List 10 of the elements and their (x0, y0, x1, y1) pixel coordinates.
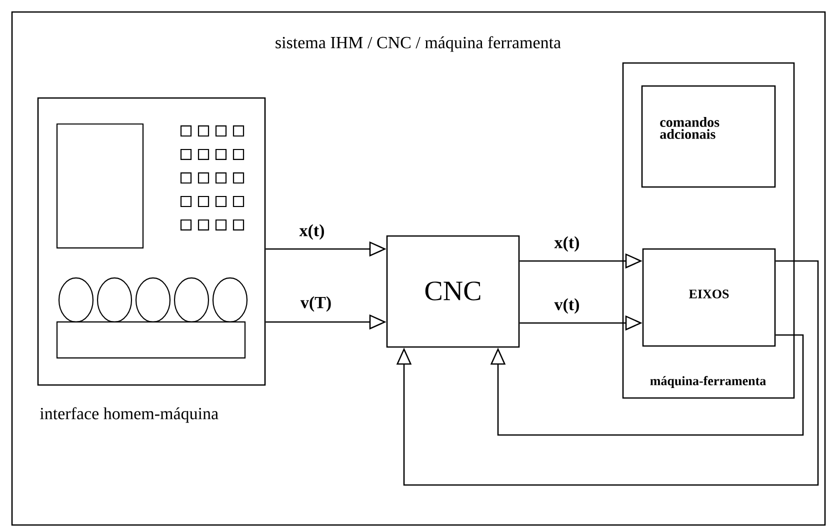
process-box: comandos adcionais (641, 85, 776, 188)
process-box: CNC (386, 235, 520, 348)
edge-label: v(t) (554, 298, 579, 314)
control-panel-box: interface homem-máquina (37, 97, 266, 423)
edge-label: x(t) (299, 224, 324, 240)
edge-label: v(T) (300, 296, 331, 312)
arrow (396, 260, 819, 486)
arrow (490, 334, 804, 436)
edge-label: x(t) (554, 236, 579, 252)
process-box: EIXOS (642, 248, 776, 347)
